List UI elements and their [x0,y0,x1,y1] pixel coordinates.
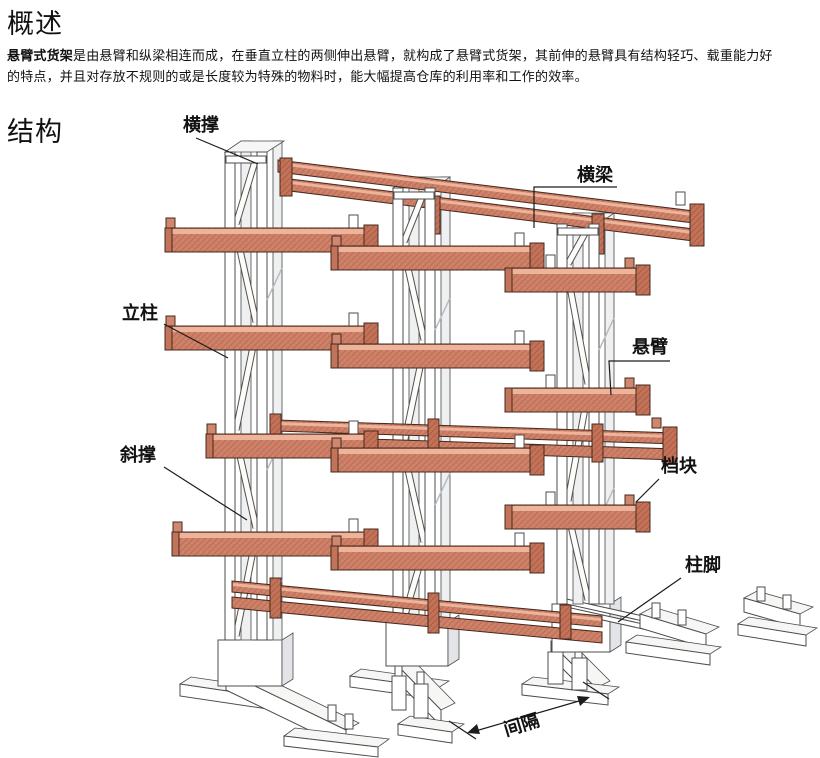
cantilever-arm [504,374,651,416]
intro-line-2: 的特点，并且对存放不规则的或是长度较为特殊的物料时，能大幅提高仓库的利用率和工作… [7,69,588,84]
base-foot-rear [624,602,723,666]
stop-block [624,257,635,269]
cantilever-arm [504,491,651,533]
intro-line-1: 悬臂式货架是由悬臂和纵梁相连而成，在垂直立柱的两侧伸出悬臂，就构成了悬臂式货架，… [7,48,773,63]
intro-line1-rest: 是由悬臂和纵梁相连而成，在垂直立柱的两侧伸出悬臂，就构成了悬臂式货架，其前伸的悬… [73,48,773,63]
label-top-brace: 横撑 [183,114,219,135]
intro-lead: 悬臂式货架 [7,48,73,63]
leader-top-brace [195,137,259,165]
leader-top-beam [533,186,617,228]
cantilever-arm [504,254,651,296]
bottom-rails [231,577,603,644]
stop-block [624,377,635,389]
leader-column-foot [617,577,682,623]
label-column-foot: 柱脚 [685,554,721,575]
leader-arm [608,360,670,396]
top-beam [277,157,705,255]
structure-heading: 结构 [7,117,63,147]
base-foot-far-right [736,586,819,647]
arms-column-3 [504,254,651,533]
stop-block [624,494,635,506]
base-foot-column-2 [348,614,466,744]
label-spacing: 间隔 [501,710,541,740]
cantilever-arm [205,420,379,462]
leader-diagonal-brace [163,466,248,521]
label-stop-block: 档块 [661,455,698,476]
cantilever-arm [330,532,545,574]
arms-column-2 [330,232,545,574]
base-foot-column-1 [178,632,391,758]
callouts: 横撑 横梁 立柱 悬臂 斜撑 档块 柱脚 间隔 [119,114,721,740]
cantilever-arm [330,434,545,476]
label-arm: 悬臂 [631,336,668,357]
label-column: 立柱 [122,302,158,323]
column-3 [556,223,615,605]
label-top-beam: 横梁 [577,164,614,185]
leader-column [163,323,229,359]
overview-heading: 概述 [7,9,63,39]
cantilever-arm [330,330,545,372]
leader-stop-block [635,478,660,503]
label-diagonal-brace: 斜撑 [119,444,156,465]
cantilever-arm [330,232,545,274]
